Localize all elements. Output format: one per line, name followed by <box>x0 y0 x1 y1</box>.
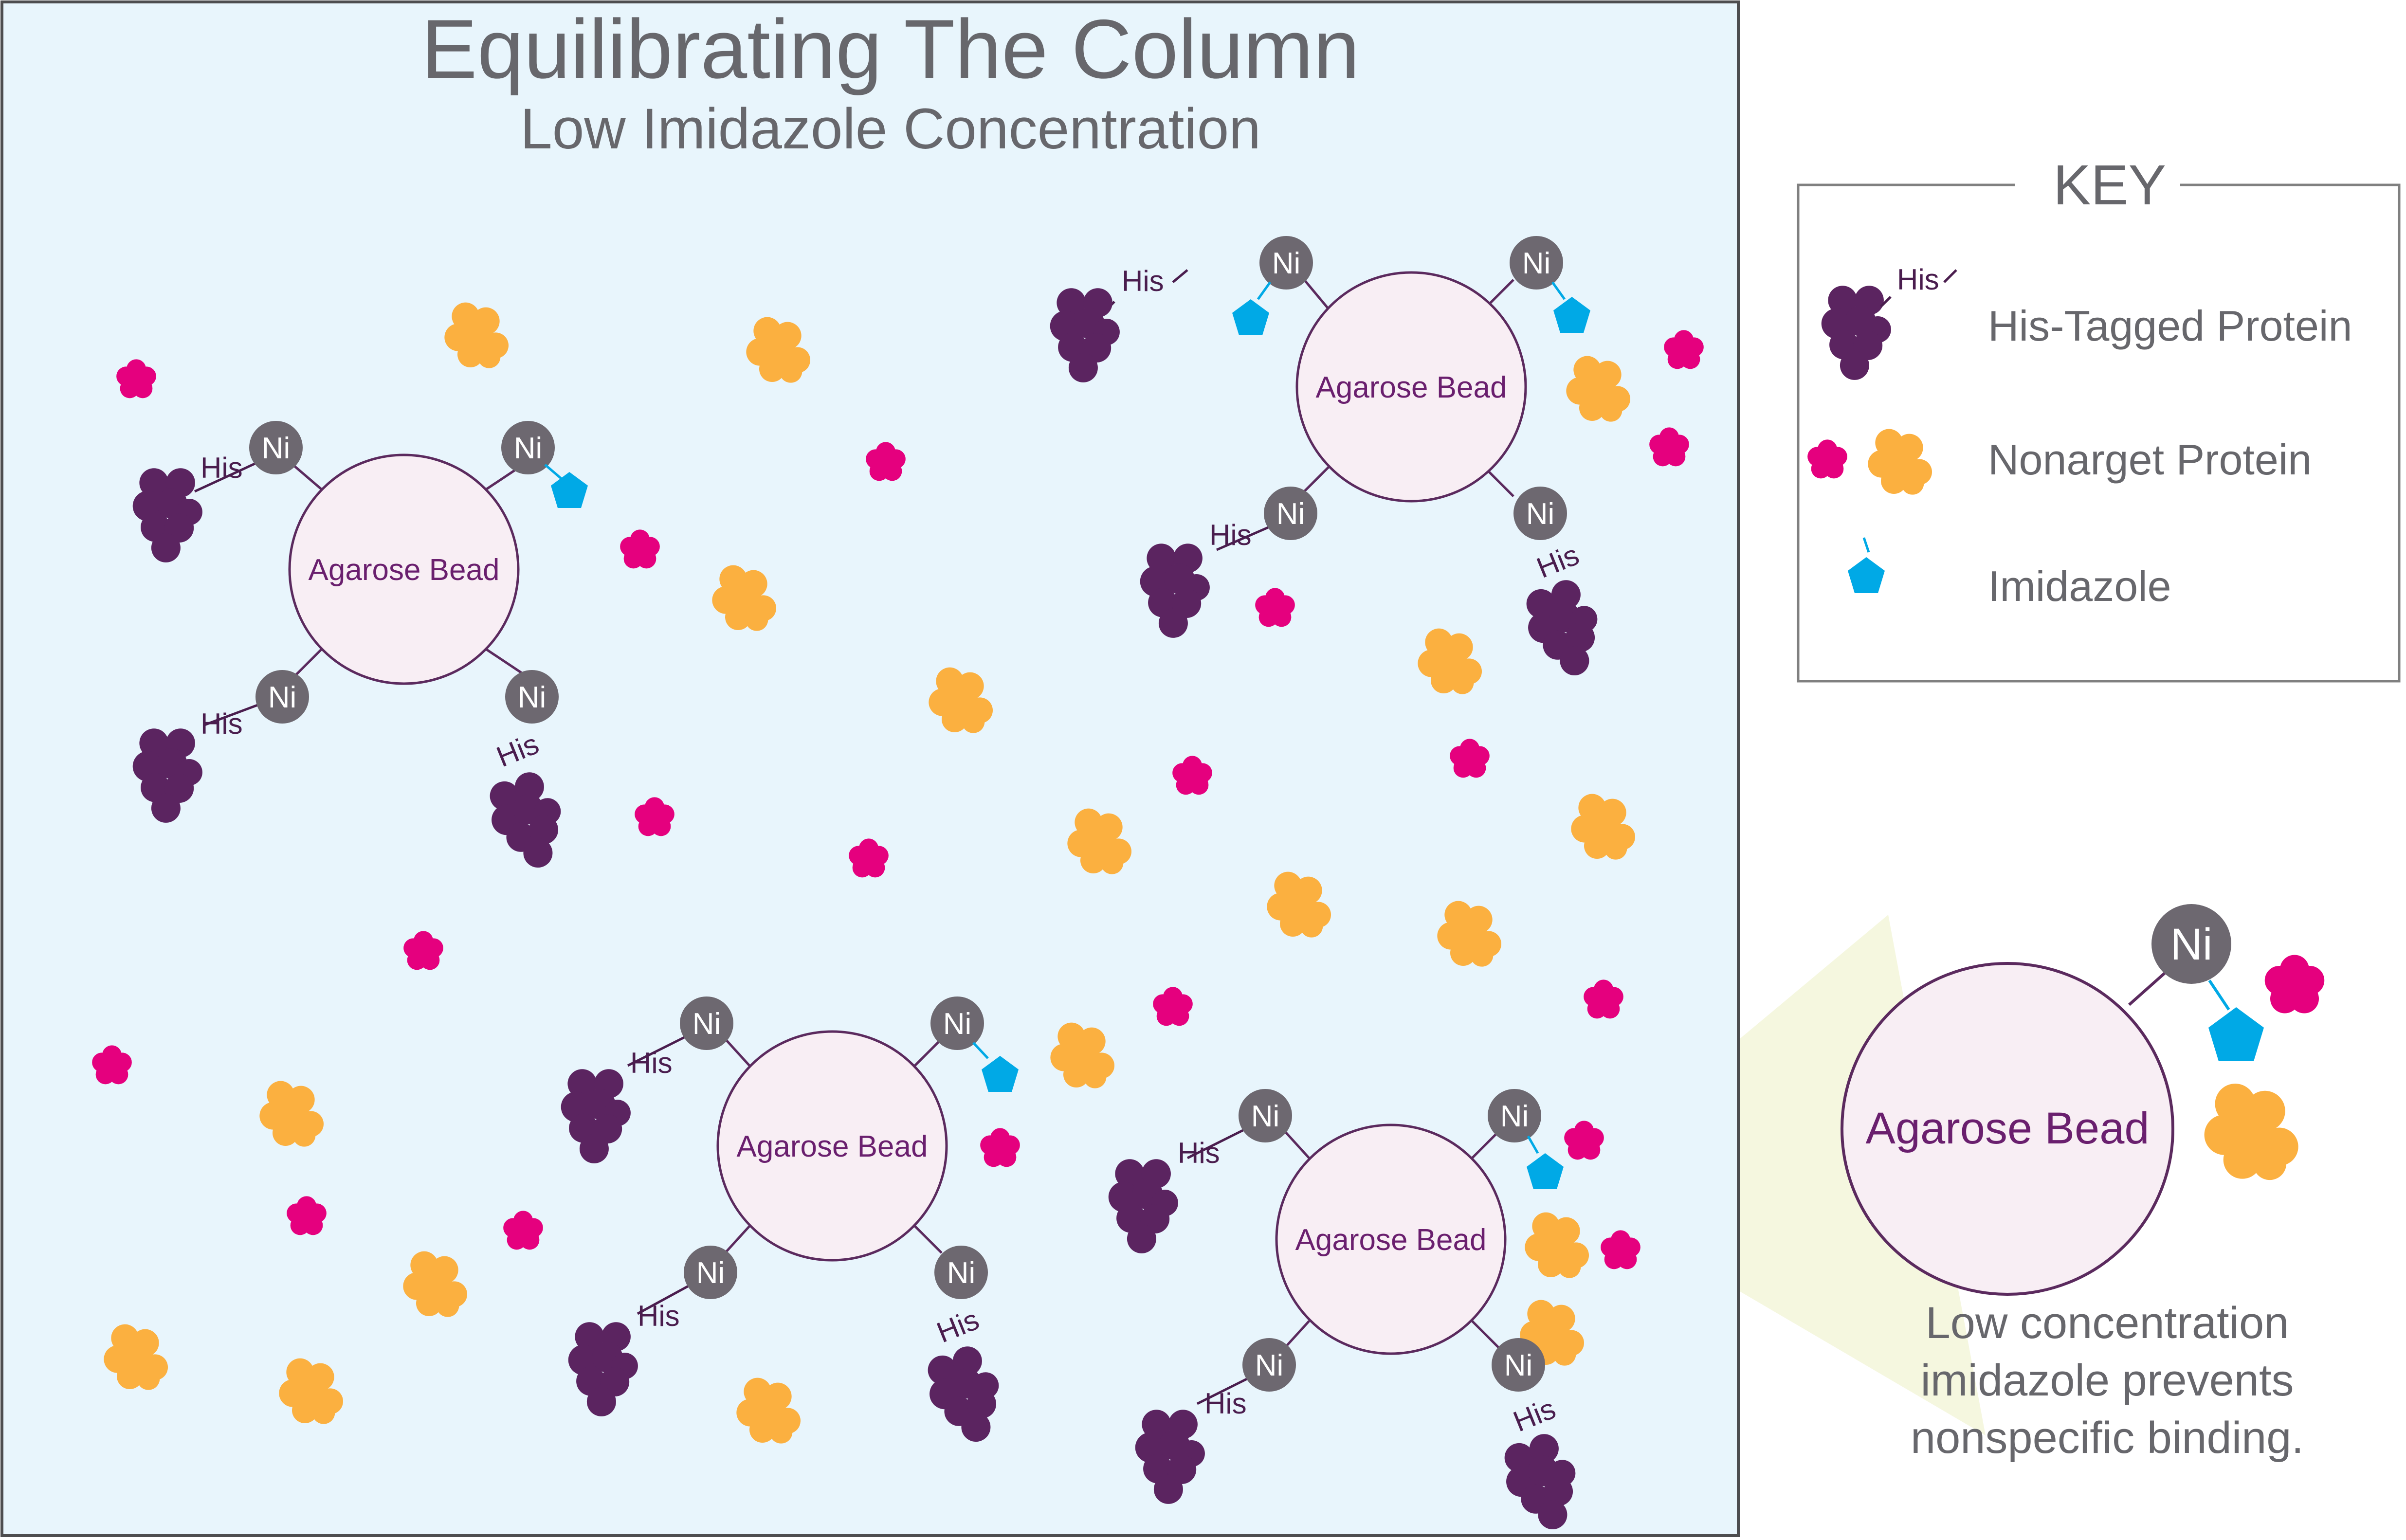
bead-label: Agarose Bead <box>1295 1223 1487 1257</box>
nickel-ion <box>1264 487 1317 540</box>
inset-note-line3: nonspecific binding. <box>1911 1413 2304 1463</box>
his-label: His <box>1122 265 1164 297</box>
nickel-ion <box>680 996 733 1050</box>
nickel-ion <box>684 1246 737 1299</box>
nickel-label: Ni <box>1526 497 1555 531</box>
his-label: His <box>1897 263 1939 296</box>
nickel-ion <box>1488 1089 1541 1142</box>
imidazole-key-icon <box>1848 557 1885 593</box>
orange-protein-key-icon <box>1868 429 1932 495</box>
bead-label-enlarged: Agarose Bead <box>1865 1104 2149 1153</box>
agarose-bead-enlarged <box>1841 962 2174 1296</box>
nickel-label: Ni <box>262 432 291 465</box>
diagram-title: Equilibrating The Column <box>421 2 1360 96</box>
nickel-label: Ni <box>268 681 297 714</box>
bead-label: Agarose Bead <box>309 553 500 587</box>
nickel-label-enlarged: Ni <box>2170 920 2213 969</box>
nickel-ion <box>1242 1338 1296 1392</box>
his-label: His <box>200 452 243 484</box>
nickel-label: Ni <box>1272 247 1301 280</box>
his-label: His <box>638 1300 680 1332</box>
nickel-label: Ni <box>943 1007 972 1041</box>
his-tagged-protein-key-icon <box>1821 286 1891 380</box>
key-title: KEY <box>2053 153 2166 217</box>
zoom-inset: Agarose Bead Ni Low concentration imidaz… <box>1841 904 2325 1463</box>
diagram-subtitle: Low Imidazole Concentration <box>520 97 1261 161</box>
agarose-bead <box>288 453 520 685</box>
nickel-label: Ni <box>947 1256 976 1290</box>
nickel-label: Ni <box>1251 1100 1280 1133</box>
nickel-ion-enlarged <box>2151 904 2231 984</box>
his-label: His <box>200 707 243 740</box>
orange-protein-enlarged <box>2204 1084 2298 1180</box>
bead-group: Agarose Bead Ni His Ni Ni His Ni His <box>132 421 588 878</box>
bead-group: Agarose Bead Ni His Ni Ni His Ni His <box>561 996 1019 1452</box>
nickel-label: Ni <box>1276 497 1305 531</box>
nickel-ion <box>1510 236 1563 290</box>
agarose-bead <box>1295 271 1527 503</box>
his-label: His <box>1178 1137 1220 1169</box>
nickel-ion <box>1513 487 1567 540</box>
magenta-protein-enlarged <box>2264 955 2325 1014</box>
nickel-label: Ni <box>1504 1349 1533 1382</box>
nickel-label: Ni <box>1522 247 1551 280</box>
nickel-ion <box>1239 1089 1292 1142</box>
nickel-label: Ni <box>696 1256 725 1290</box>
his-label: His <box>630 1047 673 1079</box>
key-his-tagged-label: His-Tagged Protein <box>1988 302 2352 350</box>
key-nontarget-label: Nonarget Protein <box>1988 435 2312 484</box>
nickel-ion <box>1492 1338 1545 1392</box>
inset-note-line1: Low concentration <box>1926 1298 2289 1348</box>
agarose-bead <box>716 1030 948 1262</box>
bead-label: Agarose Bead <box>1316 371 1507 404</box>
nickel-ion <box>501 421 555 474</box>
nickel-ion <box>934 1246 988 1299</box>
nickel-label: Ni <box>1500 1100 1529 1133</box>
key-legend: KEY His His-Tagged Protein Nonarget Prot… <box>1797 153 2401 683</box>
key-imidazole-label: Imidazole <box>1988 562 2171 610</box>
inset-note-line2: imidazole prevents <box>1920 1356 2294 1405</box>
nickel-label: Ni <box>1255 1349 1284 1382</box>
imidazole-enlarged <box>2208 1007 2264 1061</box>
his-label: His <box>1204 1387 1247 1420</box>
nickel-ion <box>930 996 984 1050</box>
nickel-label: Ni <box>693 1007 721 1041</box>
nickel-ion <box>1259 236 1313 290</box>
his-label: His <box>1209 519 1252 551</box>
magenta-protein-key-icon <box>1807 439 1847 479</box>
nickel-ion <box>505 670 559 724</box>
bead-label: Agarose Bead <box>737 1130 928 1163</box>
nickel-label: Ni <box>514 432 543 465</box>
nickel-ion <box>255 670 309 724</box>
nickel-label: Ni <box>518 681 547 714</box>
bead-group: Agarose Bead Ni His Ni Ni His Ni His <box>1108 1089 1592 1540</box>
nickel-ion <box>249 421 303 474</box>
agarose-bead <box>1275 1123 1507 1355</box>
